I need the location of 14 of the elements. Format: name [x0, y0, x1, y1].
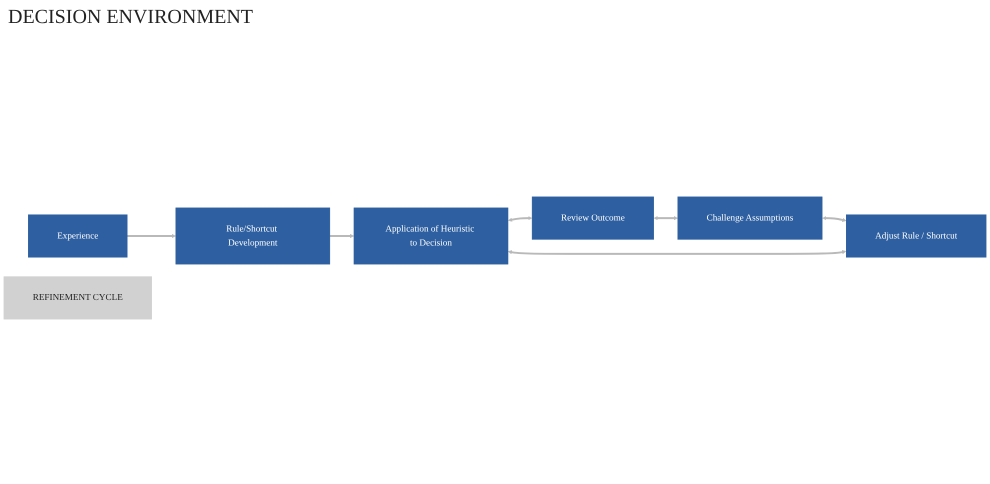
node-box: Rule/Shortcut Development	[176, 208, 330, 264]
diagram-title: DECISION ENVIRONMENT	[8, 6, 253, 29]
arrow	[127, 234, 176, 238]
node-box: Application of Heuristic to Decision	[354, 208, 508, 264]
arrow	[330, 234, 354, 238]
arrow	[654, 216, 678, 220]
node-box: Review Outcome	[532, 196, 654, 240]
node-box: Challenge Assumptions	[678, 196, 822, 240]
node-box: Adjust Rule / Shortcut	[846, 214, 986, 258]
arrow	[822, 216, 846, 222]
arrow	[508, 216, 532, 222]
arrow	[508, 250, 846, 255]
node-box: Experience	[28, 214, 128, 258]
node-box: REFINEMENT CYCLE	[4, 276, 152, 320]
